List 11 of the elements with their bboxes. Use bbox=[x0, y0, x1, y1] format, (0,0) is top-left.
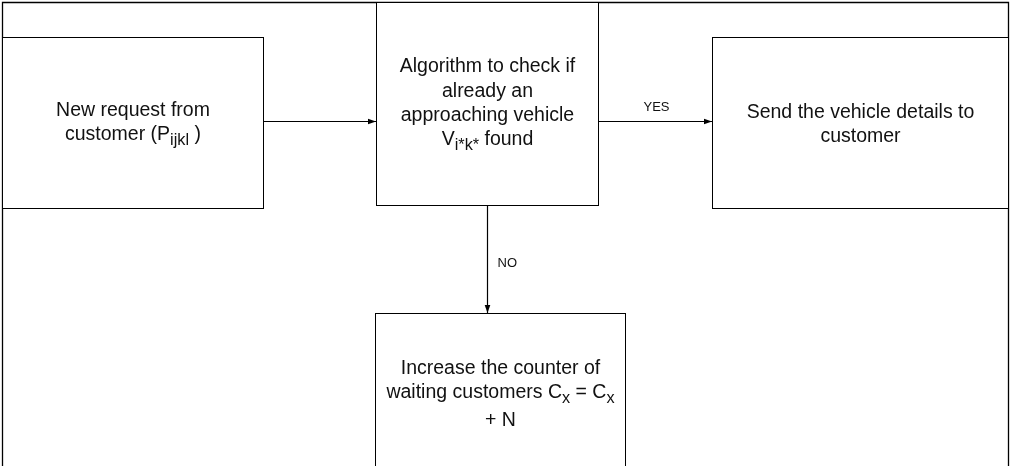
box-text: Send the vehicle details to customer bbox=[745, 98, 976, 148]
process-box bbox=[376, 2, 599, 206]
box-text: Algorithm to check if already an approaching vehicle V$_{i*k*}$ found bbox=[398, 53, 577, 155]
arrow bbox=[484, 205, 491, 314]
process-box bbox=[2, 37, 264, 209]
process-box bbox=[375, 313, 626, 466]
arrow bbox=[263, 118, 377, 125]
process-box bbox=[712, 37, 1009, 209]
box-text: New request from customer (P$_{ijkl}$ ) bbox=[55, 96, 211, 150]
arrow bbox=[598, 118, 713, 125]
box-text: Increase the counter of waiting customers C$_{x}$ = C$_{x}$ + N bbox=[385, 354, 616, 432]
